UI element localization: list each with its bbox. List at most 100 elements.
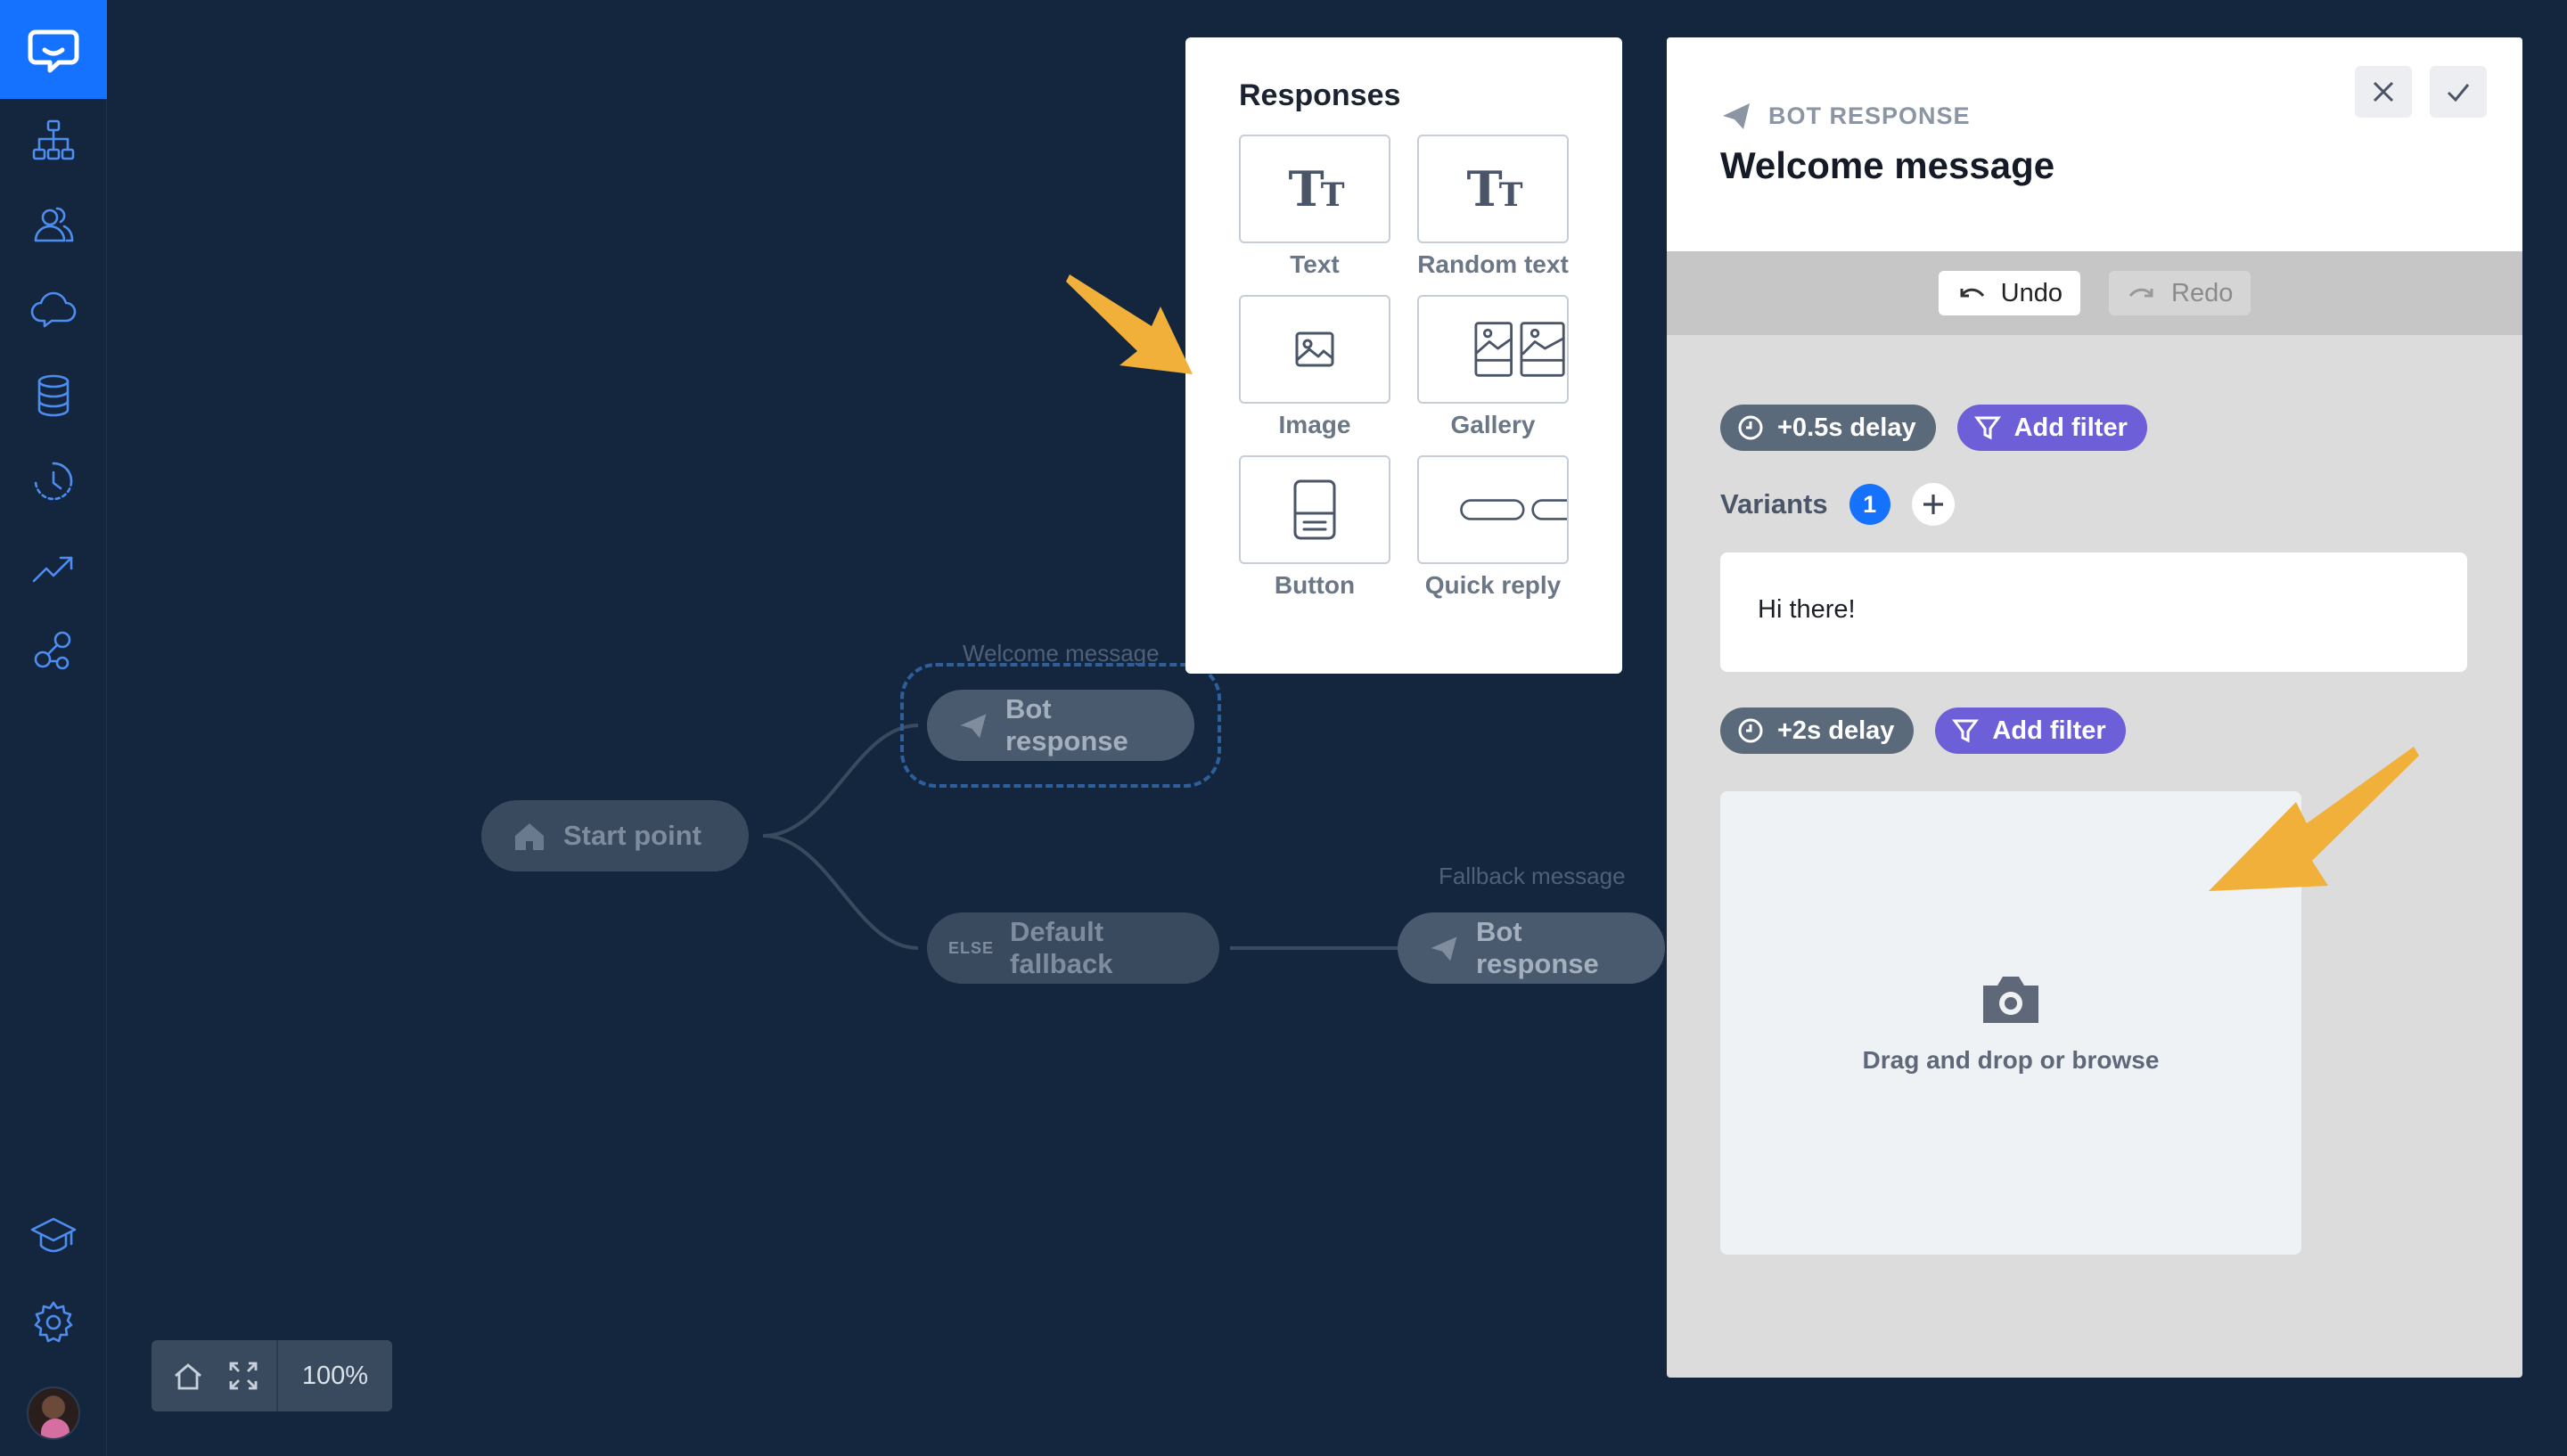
camera-icon <box>1983 977 2038 1023</box>
message-text-card[interactable]: Hi there! <box>1720 552 2467 672</box>
undo-icon <box>1960 288 1984 298</box>
nav-analytics[interactable] <box>27 540 80 593</box>
else-tag: ELSE <box>948 938 995 957</box>
response-type-button[interactable]: Button <box>1239 455 1390 600</box>
responses-title: Responses <box>1239 78 1401 112</box>
delay-chip[interactable]: +2s delay <box>1720 708 1915 754</box>
nav-training[interactable] <box>27 283 80 337</box>
welcome-node-label: Bot response <box>1005 693 1128 757</box>
filter-icon <box>1952 719 1980 743</box>
panel-title: Welcome message <box>1720 144 2055 186</box>
nav-academy[interactable] <box>27 1208 80 1262</box>
response-label: Random text <box>1417 250 1569 278</box>
confirm-button[interactable] <box>2430 66 2487 118</box>
zoombar-divider <box>276 1340 278 1411</box>
add-filter-label: Add filter <box>1992 716 2106 745</box>
fit-screen-button[interactable] <box>216 1340 271 1411</box>
variants-count-badge[interactable]: 1 <box>1849 484 1890 525</box>
add-filter-button[interactable]: Add filter <box>1956 405 2147 451</box>
quick-reply-icon <box>1460 499 1567 520</box>
user-avatar[interactable] <box>27 1386 80 1440</box>
database-icon <box>37 374 70 417</box>
redo-icon <box>2128 288 2153 298</box>
image-icon <box>1295 331 1334 367</box>
add-filter-button[interactable]: Add filter <box>1935 708 2126 754</box>
response-label: Button <box>1274 571 1356 599</box>
home-outline-icon <box>175 1363 201 1390</box>
gallery-icon <box>1474 322 1565 377</box>
add-filter-label: Add filter <box>2013 413 2128 442</box>
chip-row-2: +2s delay Add filter <box>1720 708 2126 754</box>
nav-users[interactable] <box>27 198 80 251</box>
paper-plane-icon <box>960 714 987 739</box>
random-text-icon: TT <box>1466 160 1523 217</box>
fallback-bot-response-node[interactable]: Bot response <box>1398 912 1665 984</box>
dropzone-text: Drag and drop or browse <box>1862 1046 2160 1074</box>
nav-settings[interactable] <box>27 1296 80 1349</box>
zoom-level[interactable]: 100% <box>301 1361 369 1390</box>
users-icon <box>34 207 74 242</box>
welcome-bot-response-node[interactable]: Bot response <box>927 690 1194 761</box>
close-button[interactable] <box>2355 66 2412 118</box>
sidebar <box>0 0 107 1456</box>
gear-icon <box>34 1301 73 1343</box>
variants-label: Variants <box>1720 488 1828 519</box>
graduation-cap-icon <box>30 1217 77 1253</box>
trend-up-icon <box>32 556 73 583</box>
paper-plane-icon <box>1723 103 1750 129</box>
default-fallback-node[interactable]: ELSE Default fallback <box>927 912 1219 984</box>
redo-button[interactable]: Redo <box>2109 271 2251 315</box>
delay-label: +2s delay <box>1777 716 1895 745</box>
responses-popover: Responses TT Text TT Random text Image G… <box>1185 37 1622 674</box>
response-label: Quick reply <box>1424 571 1562 599</box>
response-type-quick-reply[interactable]: Quick reply <box>1417 455 1569 600</box>
undo-button[interactable]: Undo <box>1938 271 2080 315</box>
filter-icon <box>1973 416 2001 440</box>
delay-label: +0.5s delay <box>1777 413 1916 442</box>
start-point-node[interactable]: Start point <box>481 800 749 871</box>
cloud-chat-icon <box>30 291 77 328</box>
variants-row: Variants 1 <box>1720 483 1955 526</box>
default-fallback-label: Default fallback <box>1010 916 1113 979</box>
pointer-arrow-icon <box>1066 274 1193 374</box>
start-point-label: Start point <box>563 820 701 851</box>
response-type-text[interactable]: TT Text <box>1239 135 1390 279</box>
app-logo[interactable] <box>0 0 107 99</box>
check-icon <box>2447 84 2470 102</box>
clock-icon <box>1738 718 1763 743</box>
nav-history[interactable] <box>27 454 80 508</box>
redo-label: Redo <box>2171 278 2234 307</box>
image-dropzone[interactable]: Drag and drop or browse <box>1720 791 2301 1255</box>
response-type-random-text[interactable]: TT Random text <box>1417 135 1569 279</box>
delay-chip[interactable]: +0.5s delay <box>1720 405 1936 451</box>
clock-icon <box>1738 415 1763 440</box>
nav-integrations[interactable] <box>27 626 80 679</box>
panel-eyebrow: BOT RESPONSE <box>1768 102 1971 129</box>
undo-redo-bar: Undo Redo <box>1667 251 2522 335</box>
response-label: Gallery <box>1450 411 1536 438</box>
close-icon <box>2373 81 2394 102</box>
fallback-message-caption: Fallback message <box>1439 863 1626 889</box>
selection-ring <box>900 663 1221 788</box>
button-icon <box>1293 479 1336 540</box>
response-label: Text <box>1290 250 1340 278</box>
history-icon <box>34 462 73 501</box>
home-view-button[interactable] <box>160 1340 216 1411</box>
add-variant-button[interactable] <box>1911 483 1955 526</box>
expand-icon <box>229 1362 258 1390</box>
pointer-arrow-icon <box>2209 747 2419 891</box>
chat-logo-icon <box>28 29 79 72</box>
welcome-node-caption: Welcome message <box>963 640 1160 667</box>
home-icon <box>515 823 544 850</box>
zoom-toolbar: 100% <box>152 1340 392 1411</box>
fallback-node-label: Bot response <box>1475 916 1599 979</box>
plus-icon <box>1923 495 1943 514</box>
response-type-image[interactable]: Image <box>1239 295 1390 439</box>
undo-label: Undo <box>2000 278 2063 307</box>
nav-data[interactable] <box>27 369 80 422</box>
nav-flows[interactable] <box>27 114 80 168</box>
text-icon: TT <box>1288 160 1345 217</box>
chip-row-1: +0.5s delay Add filter <box>1720 405 2147 451</box>
response-type-gallery[interactable]: Gallery <box>1417 295 1569 439</box>
